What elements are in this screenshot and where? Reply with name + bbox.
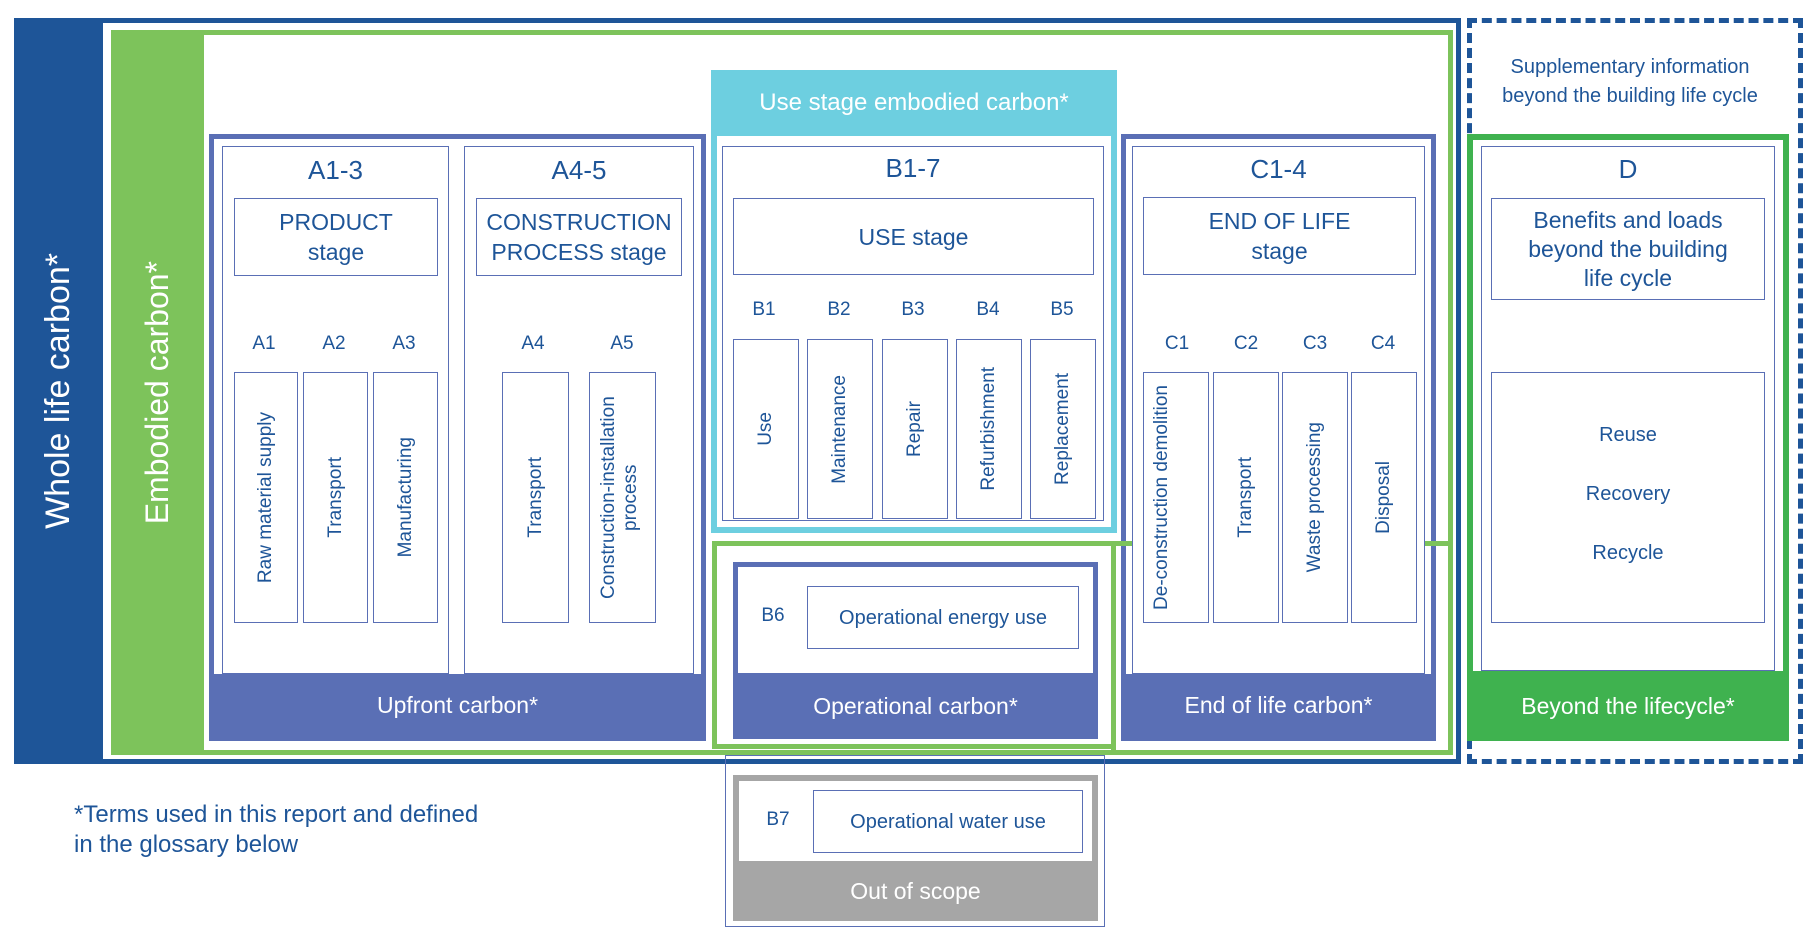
- d-stage-name: Benefits and loads beyond the building l…: [1491, 198, 1765, 300]
- b4-module: Refurbishment: [956, 339, 1022, 519]
- embodied-label: Embodied carbon*: [111, 30, 204, 755]
- a5-label: Construction-installation process: [597, 396, 641, 599]
- d-code: D: [1618, 153, 1638, 184]
- b2-label: Maintenance: [829, 374, 850, 484]
- c1-label: De-construction demolition: [1151, 385, 1172, 610]
- out-of-scope-band: Out of scope: [733, 861, 1098, 921]
- b2-module: Maintenance: [807, 339, 873, 519]
- end-of-life-frame: [1121, 134, 1436, 741]
- d-item-recovery: Recovery: [1585, 482, 1671, 505]
- beyond-band: Beyond the lifecycle*: [1467, 671, 1789, 741]
- a3-label: Manufacturing: [394, 437, 416, 558]
- b7-code: B7: [766, 809, 790, 830]
- c14-code: C1-4: [1250, 153, 1307, 184]
- a45-code: A4-5: [551, 154, 607, 185]
- whole-life-bar: [14, 18, 103, 764]
- upfront-band: Upfront carbon*: [214, 674, 701, 736]
- a5-module: Construction-installation process: [589, 372, 656, 623]
- b1-label: Use: [755, 412, 776, 446]
- b2-code: B2: [827, 299, 851, 320]
- c1-module: De-construction demolition: [1143, 372, 1209, 623]
- operational-band: Operational carbon*: [733, 673, 1098, 739]
- d-items-box: [1491, 372, 1765, 623]
- a13-stage-name: PRODUCT stage: [234, 198, 438, 276]
- a13-code: A1-3: [308, 154, 363, 185]
- embodied-text: Embodied carbon*: [139, 260, 175, 525]
- b4-code: B4: [976, 299, 1000, 320]
- b17-code: B1-7: [885, 152, 941, 183]
- supplementary-title: Supplementary information beyond the bui…: [1502, 56, 1758, 107]
- b3-module: Repair: [882, 339, 948, 519]
- a1-label: Raw material supply: [255, 411, 276, 584]
- footnote: *Terms used in this report and defined i…: [74, 801, 479, 858]
- a1-module: Raw material supply: [234, 372, 298, 623]
- a3-module: Manufacturing: [373, 372, 438, 623]
- b3-label: Repair: [904, 401, 925, 457]
- whole-life-label: Whole life carbon*: [14, 18, 103, 764]
- c3-code: C3: [1302, 333, 1328, 354]
- a4-code: A4: [521, 333, 545, 354]
- a4-module: Transport: [502, 372, 569, 623]
- c2-module: Transport: [1213, 372, 1279, 623]
- b6-label: Operational energy use: [807, 586, 1079, 649]
- c4-label: Disposal: [1373, 461, 1394, 534]
- c14-stage-name: END OF LIFE stage: [1143, 197, 1416, 275]
- c3-label: Waste processing: [1304, 422, 1325, 573]
- a3-code: A3: [392, 333, 416, 354]
- out-of-scope-outer: [725, 755, 1105, 927]
- embodied-bar: [111, 30, 204, 755]
- b7-label: Operational water use: [813, 790, 1083, 853]
- a2-module: Transport: [303, 372, 368, 623]
- a2-code: A2: [322, 333, 346, 354]
- a1-code: A1: [252, 333, 276, 354]
- a45-stage-name: CONSTRUCTION PROCESS stage: [476, 198, 682, 276]
- end-of-life-band: End of life carbon*: [1126, 674, 1431, 736]
- b3-code: B3: [901, 299, 925, 320]
- d-item-reuse: Reuse: [1599, 423, 1657, 446]
- c3-module: Waste processing: [1282, 372, 1348, 623]
- a4-label: Transport: [524, 457, 546, 538]
- c2-label: Transport: [1235, 457, 1256, 538]
- c4-module: Disposal: [1351, 372, 1417, 623]
- b4-label: Refurbishment: [978, 367, 999, 491]
- b1-module: Use: [733, 339, 799, 519]
- whole-life-text: Whole life carbon*: [39, 253, 77, 529]
- b1-code: B1: [752, 299, 776, 320]
- a5-code: A5: [610, 333, 634, 354]
- b5-code: B5: [1050, 299, 1074, 320]
- d-item-recycle: Recycle: [1592, 541, 1664, 564]
- a2-label: Transport: [324, 457, 346, 538]
- b6-code: B6: [761, 605, 785, 626]
- b5-module: Replacement: [1030, 339, 1096, 519]
- use-stage-embodied-title: Use stage embodied carbon*: [711, 70, 1117, 136]
- c2-code: C2: [1233, 333, 1259, 354]
- upfront-frame: [209, 134, 706, 741]
- c4-code: C4: [1370, 333, 1396, 354]
- b17-stage-name: USE stage: [733, 198, 1094, 275]
- b5-label: Replacement: [1052, 373, 1073, 485]
- c1-code: C1: [1164, 333, 1190, 354]
